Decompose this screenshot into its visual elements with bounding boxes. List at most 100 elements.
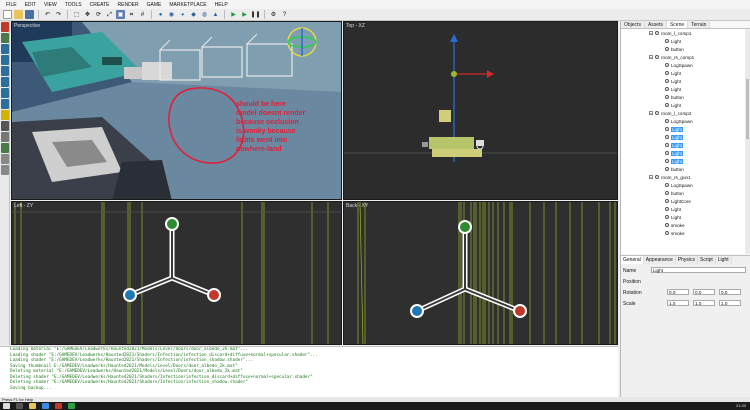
help-icon[interactable]: ? bbox=[282, 11, 287, 18]
tree-group[interactable]: −room_l_comp2 bbox=[621, 109, 750, 117]
tree-item[interactable]: Light bbox=[621, 157, 750, 165]
expand-icon[interactable]: − bbox=[649, 111, 653, 116]
vertex-tool-icon[interactable] bbox=[1, 165, 9, 175]
tree-group[interactable]: −room_rs_comp1 bbox=[621, 53, 750, 61]
grid-icon[interactable]: # bbox=[140, 11, 145, 18]
rotation-z-field[interactable]: 0.0 bbox=[719, 289, 741, 295]
tree-item[interactable]: Light bbox=[621, 149, 750, 157]
menu-help[interactable]: HELP bbox=[214, 1, 228, 8]
play-debug-icon[interactable]: ▶ bbox=[242, 11, 247, 18]
play-icon[interactable]: ▶ bbox=[231, 11, 236, 18]
light-tool-icon[interactable] bbox=[1, 110, 9, 120]
tree-item[interactable]: Light bbox=[621, 213, 750, 221]
menu-view[interactable]: VIEW bbox=[43, 1, 57, 8]
scale-y-field[interactable]: 1.0 bbox=[693, 300, 715, 306]
snap-icon[interactable]: ⌗ bbox=[129, 11, 134, 18]
tab-appearance[interactable]: Appearance bbox=[643, 256, 676, 264]
menu-render[interactable]: RENDER bbox=[117, 1, 139, 8]
tab-general[interactable]: General bbox=[621, 256, 644, 264]
perspective-viewport[interactable]: Perspective should be here mo bbox=[11, 21, 342, 200]
decal-tool-icon[interactable] bbox=[1, 132, 9, 142]
app-icon[interactable] bbox=[68, 403, 75, 409]
tree-item[interactable]: Light bbox=[621, 125, 750, 133]
cone-icon[interactable]: ▲ bbox=[212, 11, 219, 18]
camera-icon[interactable]: ◉ bbox=[168, 11, 175, 18]
browser-icon[interactable] bbox=[42, 403, 49, 409]
sphere-icon[interactable]: ◕ bbox=[180, 11, 185, 18]
cone-brush-icon[interactable] bbox=[1, 88, 9, 98]
tree-item[interactable]: button bbox=[621, 93, 750, 101]
cylinder-brush-icon[interactable] bbox=[1, 66, 9, 76]
tree-group[interactable]: −room_l_comp1 bbox=[621, 29, 750, 37]
terrain-tool-icon[interactable] bbox=[1, 33, 9, 43]
menu-tools[interactable]: TOOLS bbox=[64, 1, 82, 8]
tree-item[interactable]: LightCore bbox=[621, 197, 750, 205]
tree-item[interactable]: Light bbox=[621, 141, 750, 149]
expand-icon[interactable]: − bbox=[649, 31, 653, 36]
tree-item[interactable]: button bbox=[621, 189, 750, 197]
light-icon[interactable]: ● bbox=[158, 11, 163, 18]
scrollbar-thumb[interactable] bbox=[746, 79, 749, 139]
move-icon[interactable]: ✥ bbox=[84, 11, 91, 18]
menu-game[interactable]: GAME bbox=[146, 1, 162, 8]
new-icon[interactable] bbox=[3, 10, 12, 19]
vegetation-tool-icon[interactable] bbox=[1, 143, 9, 153]
open-icon[interactable] bbox=[14, 10, 23, 19]
tree-item[interactable]: smoke bbox=[621, 229, 750, 237]
pause-icon[interactable]: ❚❚ bbox=[250, 11, 261, 18]
menu-create[interactable]: CREATE bbox=[89, 1, 110, 8]
pivot-brush-icon[interactable] bbox=[1, 99, 9, 109]
select-tool-icon[interactable] bbox=[1, 22, 9, 32]
tab-assets[interactable]: Assets bbox=[644, 21, 667, 28]
tab-script[interactable]: Script bbox=[698, 256, 716, 264]
settings-icon[interactable]: ⚙ bbox=[270, 11, 277, 18]
tree-item[interactable]: LogSpawn bbox=[621, 117, 750, 125]
camera-tool-icon[interactable] bbox=[1, 121, 9, 131]
output-console[interactable]: Loading material "E:/GAMEDEV/Leadwerks/H… bbox=[0, 346, 618, 397]
rotation-x-field[interactable]: 0.0 bbox=[667, 289, 689, 295]
sphere-brush-icon[interactable] bbox=[1, 77, 9, 87]
tree-item[interactable]: LogSpawn bbox=[621, 61, 750, 69]
box-brush-icon[interactable] bbox=[1, 44, 9, 54]
scale-icon[interactable]: ⤢ bbox=[107, 11, 112, 18]
face-tool-icon[interactable] bbox=[1, 154, 9, 164]
explorer-icon[interactable] bbox=[29, 403, 36, 409]
top-viewport[interactable]: Top - XZ bbox=[343, 21, 618, 200]
cube-icon[interactable]: ◆ bbox=[191, 11, 196, 18]
save-icon[interactable] bbox=[25, 10, 34, 19]
start-icon[interactable] bbox=[3, 403, 10, 409]
tab-scene[interactable]: Scene bbox=[666, 21, 689, 28]
lock-icon[interactable]: ▣ bbox=[116, 10, 125, 19]
tab-light[interactable]: Light bbox=[715, 256, 732, 264]
rotate-icon[interactable]: ⟳ bbox=[95, 11, 102, 18]
wedge-brush-icon[interactable] bbox=[1, 55, 9, 65]
menu-marketplace[interactable]: MARKETPLACE bbox=[169, 1, 207, 8]
editor-icon[interactable] bbox=[55, 403, 62, 409]
tree-item[interactable]: Light bbox=[621, 133, 750, 141]
tree-item[interactable]: Light bbox=[621, 85, 750, 93]
tree-item[interactable]: button bbox=[621, 165, 750, 173]
tab-objects[interactable]: Objects bbox=[621, 21, 645, 28]
tree-item[interactable]: Light bbox=[621, 37, 750, 45]
tree-item[interactable]: Light bbox=[621, 205, 750, 213]
left-viewport[interactable]: Left - ZY bbox=[11, 201, 342, 345]
cylinder-icon[interactable]: ◍ bbox=[201, 11, 208, 18]
scale-x-field[interactable]: 1.0 bbox=[667, 300, 689, 306]
tree-item[interactable]: Light bbox=[621, 101, 750, 109]
search-icon[interactable] bbox=[16, 403, 23, 409]
back-viewport[interactable]: Back - XY bbox=[343, 201, 618, 345]
expand-icon[interactable]: − bbox=[649, 175, 653, 180]
redo-icon[interactable]: ↷ bbox=[55, 11, 62, 18]
menu-file[interactable]: FILE bbox=[6, 1, 17, 8]
name-field[interactable]: Light bbox=[651, 267, 746, 273]
menu-edit[interactable]: EDIT bbox=[24, 1, 36, 8]
tree-item[interactable]: Light bbox=[621, 77, 750, 85]
tree-item[interactable]: LogSpawn bbox=[621, 181, 750, 189]
tree-item[interactable]: button bbox=[621, 45, 750, 53]
rotation-y-field[interactable]: 0.0 bbox=[693, 289, 715, 295]
scene-tree-scrollbar[interactable] bbox=[745, 29, 750, 254]
scale-z-field[interactable]: 1.0 bbox=[719, 300, 741, 306]
expand-icon[interactable]: − bbox=[649, 55, 653, 60]
tab-physics[interactable]: Physics bbox=[675, 256, 698, 264]
